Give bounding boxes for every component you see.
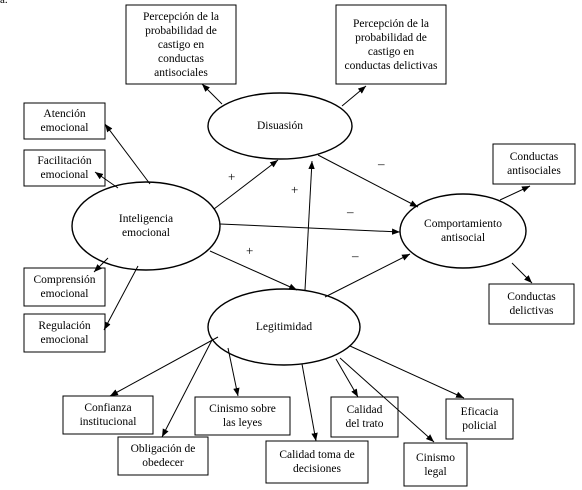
label-inteligencia-emocional: Inteligencia emocional bbox=[118, 213, 174, 239]
label-castigo-antisociales: Percepción de la probabilidad de castigo… bbox=[143, 10, 219, 79]
box-cinismo-legal bbox=[403, 442, 468, 487]
box-regulacion bbox=[23, 313, 106, 353]
label-comportamiento-antisocial: Comportamiento antisocial bbox=[424, 218, 502, 244]
arrow-legitimidad-to-cinismo-leyes bbox=[227, 347, 240, 397]
sign-disuasion-to-comportamiento: – bbox=[378, 156, 385, 171]
arrow-legitimidad-to-confianza bbox=[109, 336, 219, 397]
ellipse-disuasion bbox=[207, 92, 353, 160]
arrow-ie-to-comportamiento bbox=[219, 223, 401, 235]
arrow-legitimidad-to-calidad-decisiones bbox=[301, 363, 318, 442]
box-conductas-antisociales bbox=[492, 143, 576, 185]
arrow-comportamiento-to-conductas-delictivas bbox=[511, 262, 533, 284]
sign-ie-to-legitimidad: + bbox=[246, 243, 254, 258]
label-cinismo-leyes: Cinismo sobre las leyes bbox=[209, 403, 276, 429]
box-comprension bbox=[23, 267, 106, 307]
arrow-ie-to-comprension bbox=[93, 257, 109, 273]
arrow-ie-to-disuasion bbox=[213, 159, 279, 210]
arrow-legitimidad-to-cinismo-legal bbox=[339, 357, 435, 443]
arrow-legitimidad-to-obligacion bbox=[161, 339, 213, 438]
arrow-ie-to-regulacion bbox=[103, 265, 139, 331]
label-legitimidad: Legitimidad bbox=[255, 321, 313, 333]
label-regulacion: Regulación emocional bbox=[38, 320, 91, 346]
box-castigo-antisociales bbox=[125, 4, 237, 85]
sign-legitimidad-to-disuasion: + bbox=[291, 182, 299, 197]
label-facilitacion: Facilitación emocional bbox=[37, 155, 92, 181]
label-conductas-antisociales: Conductas antisociales bbox=[507, 151, 561, 177]
box-conductas-delictivas bbox=[488, 283, 575, 325]
label-calidad-trato: Calidad del trato bbox=[345, 404, 384, 430]
arrow-disuasion-to-castigo-antisociales bbox=[201, 83, 223, 105]
arrow-ie-to-facilitacion bbox=[94, 171, 119, 189]
arrow-legitimidad-to-eficacia bbox=[349, 345, 465, 399]
label-disuasion: Disuasión bbox=[257, 120, 303, 132]
arrow-disuasion-to-castigo-delictivas bbox=[341, 85, 367, 107]
arrow-disuasion-to-comportamiento bbox=[317, 154, 419, 208]
arrow-comportamiento-to-conductas-antisociales bbox=[499, 185, 531, 201]
label-castigo-delictivas: Percepción de la probabilidad de castigo… bbox=[344, 17, 438, 72]
arrow-legitimidad-to-disuasion bbox=[304, 160, 315, 291]
sign-legitimidad-to-comportamiento: – bbox=[352, 248, 359, 263]
label-eficacia: Eficacia policial bbox=[460, 406, 499, 432]
box-eficacia bbox=[445, 398, 514, 440]
box-calidad-trato bbox=[330, 396, 399, 438]
box-confianza bbox=[62, 395, 154, 435]
arrow-legitimidad-to-comportamiento bbox=[324, 253, 411, 298]
arrow-ie-to-legitimidad bbox=[209, 250, 298, 291]
label-confianza: Confianza institucional bbox=[79, 402, 137, 428]
ellipse-legitimidad bbox=[207, 288, 361, 366]
page-fragment-text: a. bbox=[0, 0, 8, 6]
label-calidad-decisiones: Calidad toma de decisiones bbox=[279, 449, 355, 475]
sign-ie-to-disuasion: + bbox=[228, 169, 236, 184]
box-calidad-decisiones bbox=[265, 440, 369, 484]
ellipse-comportamiento-antisocial bbox=[399, 193, 527, 269]
box-obligacion bbox=[117, 436, 209, 476]
box-atencion bbox=[23, 102, 106, 140]
box-castigo-delictivas bbox=[335, 4, 447, 85]
arrow-ie-to-atencion bbox=[104, 123, 151, 185]
label-conductas-delictivas: Conductas delictivas bbox=[507, 291, 556, 317]
sign-ie-to-comportamiento: – bbox=[347, 204, 354, 219]
label-cinismo-legal: Cinismo legal bbox=[416, 451, 455, 478]
ellipse-inteligencia-emocional bbox=[71, 181, 221, 271]
box-facilitacion bbox=[23, 149, 106, 187]
label-comprension: Comprensión emocional bbox=[33, 274, 96, 300]
arrow-legitimidad-to-calidad-trato bbox=[335, 358, 359, 398]
box-cinismo-leyes bbox=[194, 396, 291, 436]
label-atencion: Atención emocional bbox=[40, 108, 89, 134]
label-obligacion: Obligación de obedecer bbox=[130, 443, 196, 469]
